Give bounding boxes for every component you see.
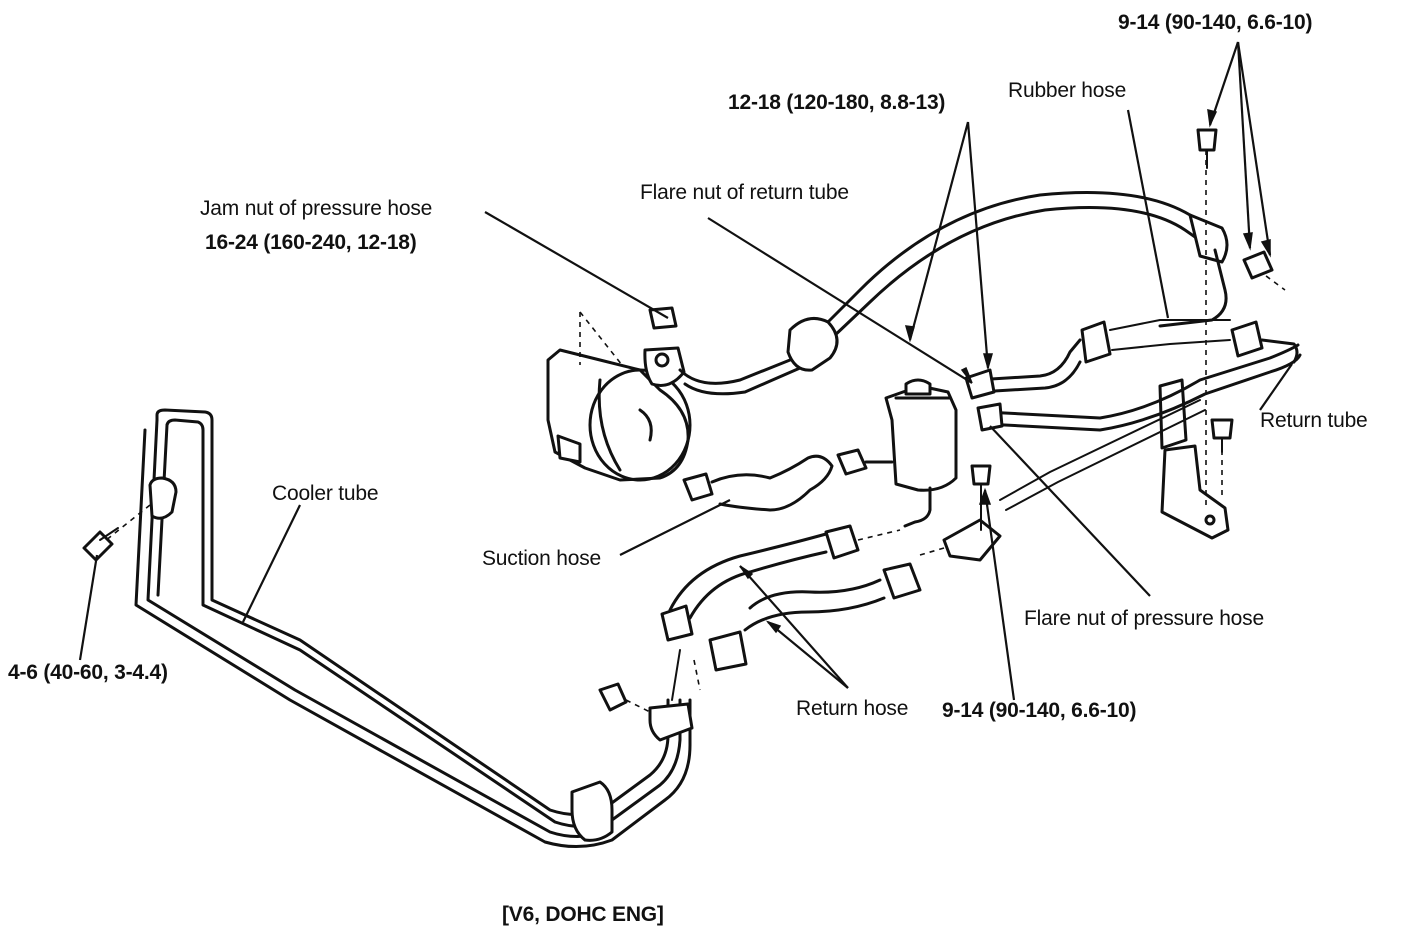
leader-lines: [78, 41, 1293, 701]
rubber-hose-label: Rubber hose: [1008, 79, 1127, 102]
flare-nut-pressure-hose-label: Flare nut of pressure hose: [1024, 607, 1264, 630]
torque-label-top-right: 9-14 (90-140, 6.6-10): [1118, 11, 1313, 34]
return-tube-label: Return tube: [1260, 409, 1368, 432]
return-hose-label: Return hose: [796, 697, 909, 720]
jam-nut-label: Jam nut of pressure hose: [200, 197, 433, 220]
torque-label-bottom: 9-14 (90-140, 6.6-10): [942, 699, 1137, 722]
torque-label-4-6: 4-6 (40-60, 3-4.4): [8, 661, 168, 684]
torque-label-16-24: 16-24 (160-240, 12-18): [205, 231, 417, 254]
return-tube: [964, 319, 1302, 511]
suction-hose-label: Suction hose: [482, 547, 602, 570]
cooler-tube-bolt: [82, 504, 151, 562]
pressure-fitting: [919, 464, 1002, 562]
pressure-hose: [678, 191, 1229, 396]
power-steering-pump: [546, 306, 692, 482]
return-hose: [598, 524, 922, 713]
cooler-tube: [134, 408, 694, 849]
bracket-bolts: [1196, 128, 1274, 453]
cooler-tube-label: Cooler tube: [272, 482, 379, 505]
flare-nut-return-tube-label: Flare nut of return tube: [640, 181, 849, 204]
reservoir: [884, 378, 958, 528]
mounting-bracket: [1158, 140, 1286, 540]
diagram-caption: [V6, DOHC ENG]: [502, 903, 664, 926]
suction-hose: [682, 448, 894, 512]
torque-label-12-18: 12-18 (120-180, 8.8-13): [728, 91, 946, 114]
